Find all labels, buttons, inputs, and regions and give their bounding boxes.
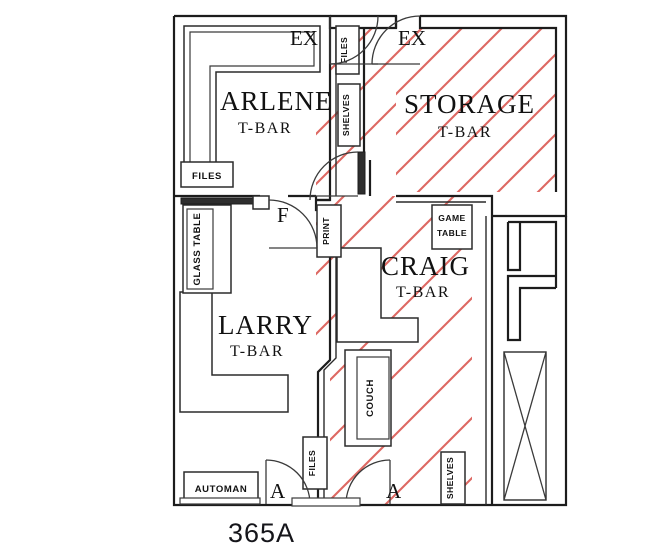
door-marker-label: A [270, 479, 286, 503]
room-subtitle-storage: T-BAR [438, 124, 492, 141]
room-arlene: ARLENE T-BAR [183, 25, 332, 179]
plan-caption: 365A [228, 518, 295, 548]
furniture-label: COUCH [365, 379, 376, 417]
furniture-files-bottom: FILES [302, 436, 328, 490]
door-marker-label: F [277, 203, 289, 227]
door-f-larry: F [268, 199, 318, 249]
door-marker-label: EX [290, 26, 318, 50]
room-name-craig: CRAIG [381, 251, 470, 281]
furniture-files-top: FILES [335, 25, 360, 75]
door-storage-interior [309, 151, 359, 201]
furniture-label: PRINT [321, 217, 331, 245]
furniture-print: PRINT [316, 204, 342, 258]
door-marker-label: A [386, 479, 402, 503]
room-subtitle-arlene: T-BAR [238, 120, 292, 137]
door-a-craig: A [345, 459, 402, 505]
furniture-label: AUTOMAN [195, 484, 248, 495]
furniture-label: SHELVES [445, 457, 455, 499]
room-craig: CRAIG T-BAR [336, 247, 470, 343]
furniture-label: GLASS TABLE [192, 213, 203, 286]
furniture-game-table: GAME TABLE [431, 204, 473, 250]
furniture-shelves-bottom: SHELVES [440, 451, 466, 505]
furniture-label-line1: GAME [438, 213, 465, 223]
hatch-storage [396, 28, 556, 192]
furniture-glass-table: GLASS TABLE [180, 195, 270, 294]
door-a-larry: A [265, 459, 311, 505]
furniture-label: FILES [339, 37, 349, 63]
door-marker-label: EX [398, 26, 426, 50]
room-storage: STORAGE T-BAR [404, 89, 535, 141]
room-name-arlene: ARLENE [220, 86, 332, 116]
room-name-larry: LARRY [218, 310, 313, 340]
room-larry: LARRY T-BAR [179, 291, 313, 413]
furniture-automan: AUTOMAN [183, 471, 259, 503]
furniture-label: SHELVES [341, 94, 351, 136]
furniture-shelves-top: SHELVES [337, 83, 361, 147]
door-ex-storage: EX [371, 15, 426, 65]
furniture-label-line2: TABLE [437, 228, 467, 238]
bottom-thresholds [179, 497, 361, 507]
room-subtitle-larry: T-BAR [230, 343, 284, 360]
furniture-files-arlene: FILES [180, 161, 234, 188]
furniture-couch: COUCH [344, 349, 392, 447]
room-name-storage: STORAGE [404, 89, 535, 119]
stair-shaft [503, 351, 547, 501]
door-ex-arlene: EX [290, 15, 379, 65]
furniture-label: FILES [192, 171, 222, 182]
furniture-label: FILES [307, 450, 317, 476]
room-subtitle-craig: T-BAR [396, 284, 450, 301]
